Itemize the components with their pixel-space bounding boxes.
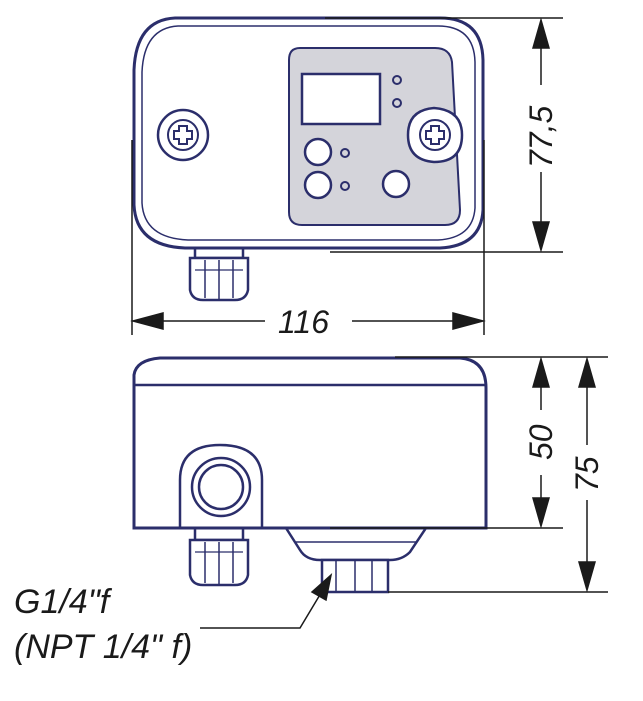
top-view-body-outer bbox=[132, 16, 485, 250]
screw-head-left bbox=[167, 119, 199, 151]
led-indicator bbox=[392, 98, 402, 108]
screw-cross-icon bbox=[173, 125, 193, 145]
top-view bbox=[132, 16, 485, 302]
top-view-body-inner bbox=[141, 25, 476, 241]
side-view-dimensions bbox=[200, 356, 608, 629]
panel-button bbox=[303, 137, 333, 167]
dimension-height-label: 77,5 bbox=[523, 106, 559, 168]
top-view-dimensions bbox=[130, 17, 563, 335]
side-view bbox=[132, 356, 488, 594]
panel-button bbox=[381, 169, 411, 199]
led-indicator bbox=[392, 75, 402, 85]
side-port-boss bbox=[178, 443, 264, 528]
dimension-width-label: 116 bbox=[278, 304, 329, 340]
side-port-outer bbox=[190, 456, 252, 518]
screw-boss-left bbox=[156, 108, 210, 162]
cable-gland-side bbox=[188, 528, 250, 587]
led-indicator bbox=[340, 148, 350, 158]
panel-button bbox=[303, 170, 333, 200]
dimension-total-height-label: 75 bbox=[569, 456, 605, 492]
threaded-connector bbox=[320, 558, 390, 594]
side-view-body bbox=[132, 356, 488, 530]
screw-head-right bbox=[419, 119, 451, 151]
led-indicator bbox=[340, 181, 350, 191]
thread-callout-line2: (NPT 1/4" f) bbox=[14, 628, 193, 666]
pressure-flange bbox=[283, 526, 429, 562]
dimension-body-height-label: 50 bbox=[523, 424, 559, 460]
thread-callout-line1: G1/4"f bbox=[14, 583, 110, 621]
display-screen bbox=[300, 72, 382, 126]
screw-cross-icon bbox=[425, 125, 445, 145]
cable-gland-top bbox=[188, 248, 250, 302]
side-port-inner bbox=[197, 463, 245, 511]
screw-boss-right bbox=[406, 106, 464, 164]
